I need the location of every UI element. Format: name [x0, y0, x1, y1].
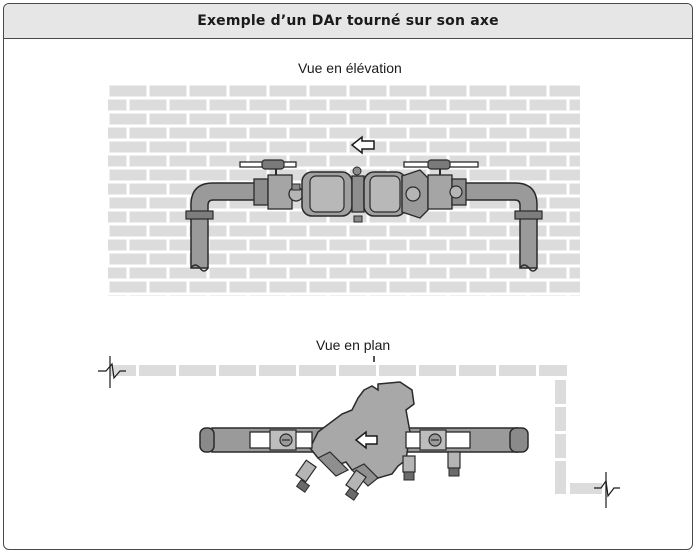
left-test-cock	[288, 183, 304, 202]
test-cock-plan-2	[344, 469, 367, 501]
test-cock-plan-4	[447, 451, 461, 477]
wall-break-symbol-right-icon	[594, 472, 620, 508]
plan-view-label: Vue en plan	[316, 337, 391, 353]
test-cock-plan-1	[295, 459, 317, 493]
right-shutoff-valve-plan	[405, 429, 471, 451]
test-cock-plan-3	[402, 455, 416, 481]
right-outlet-pipe	[459, 182, 543, 272]
check-valve-assembly-elevation	[301, 166, 407, 223]
brick-wall-plan-side	[553, 378, 604, 496]
flow-arrow-plan-icon	[354, 430, 378, 450]
brick-wall-plan-top	[108, 363, 568, 378]
wall-break-symbol-left-icon	[98, 356, 126, 388]
diagram-title: Exemple d’un DAr tourné sur son axe	[197, 13, 499, 29]
left-shutoff-valve	[239, 159, 297, 210]
elevation-view-label: Vue en élévation	[298, 60, 402, 76]
title-bar: Exemple d’un DAr tourné sur son axe	[4, 4, 692, 39]
relief-valve-elevation	[401, 169, 429, 219]
flow-arrow-elevation-icon	[350, 135, 375, 155]
right-shutoff-valve	[403, 159, 479, 210]
left-shutoff-valve-plan	[249, 429, 313, 451]
backflow-preventer-plan	[309, 381, 415, 487]
